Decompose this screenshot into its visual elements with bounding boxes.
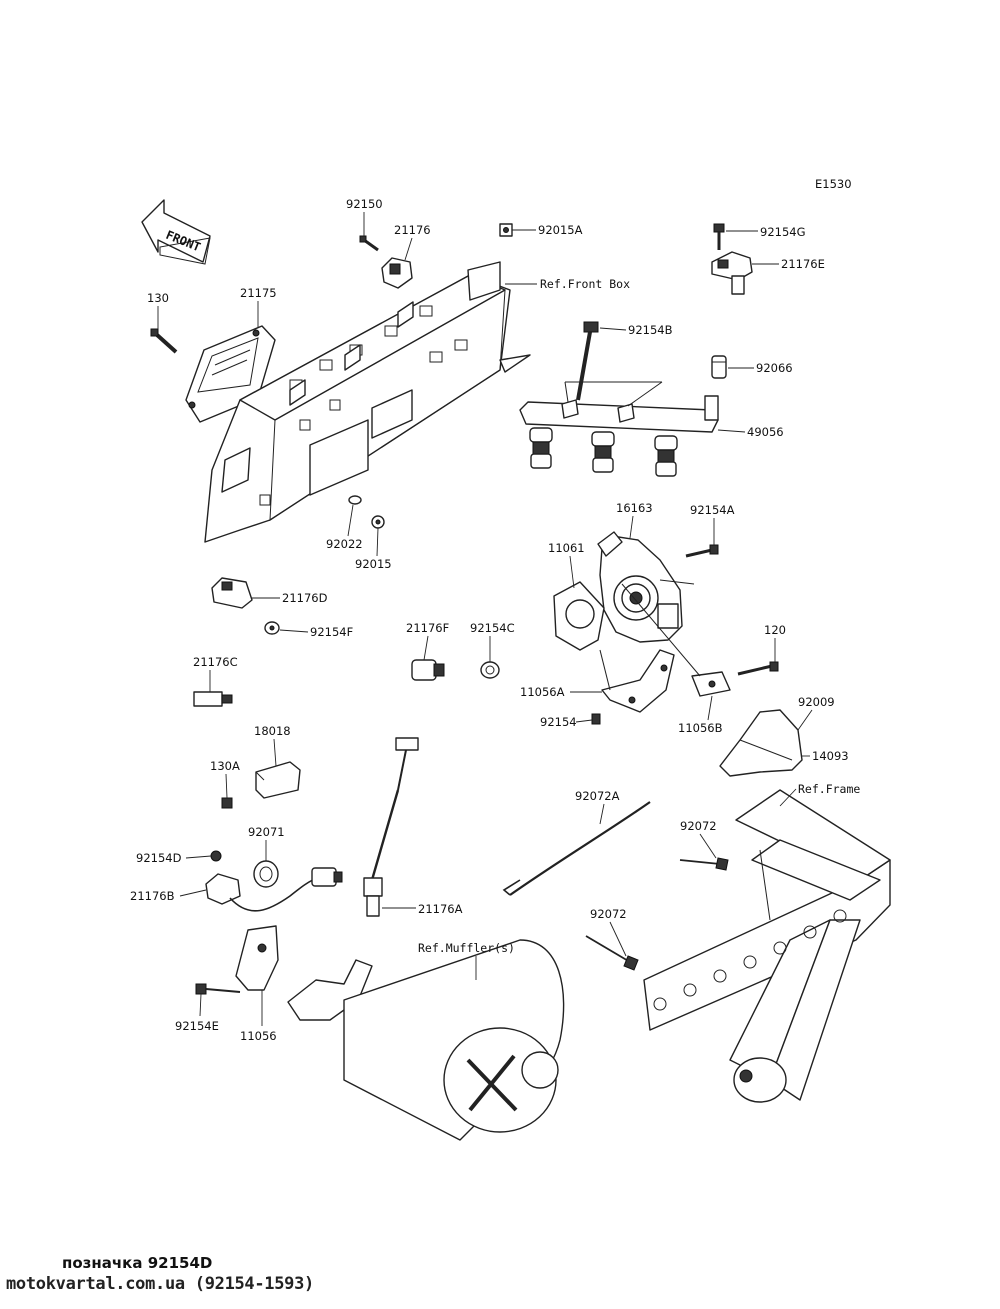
label-ref-frame: Ref.Frame xyxy=(798,782,860,796)
label-21175: 21175 xyxy=(240,286,277,300)
bolt-130[interactable] xyxy=(150,328,178,354)
label-92066: 92066 xyxy=(756,361,793,375)
cable-tie-92072-b[interactable] xyxy=(585,935,639,971)
front-arrow-icon: FRONT xyxy=(141,199,211,265)
label-92154E: 92154E xyxy=(175,1019,219,1033)
sensor-21176A[interactable] xyxy=(363,737,419,917)
label-130: 130 xyxy=(147,291,169,305)
cap-92066[interactable] xyxy=(711,355,727,379)
front-box-bracket xyxy=(204,261,531,543)
sensor-21176F[interactable] xyxy=(411,659,445,681)
label-92154B: 92154B xyxy=(628,323,673,337)
sensor-21176D[interactable] xyxy=(211,577,253,609)
bolt-130A[interactable] xyxy=(221,797,233,809)
label-130A: 130A xyxy=(210,759,240,773)
sensor-21176B[interactable] xyxy=(205,867,343,912)
label-49056: 49056 xyxy=(747,425,784,439)
muffler-ref xyxy=(287,939,565,1141)
injector-2[interactable] xyxy=(591,431,615,473)
cable-tie-92072-a[interactable] xyxy=(679,857,729,871)
gasket-11061[interactable] xyxy=(553,581,605,651)
label-16163: 16163 xyxy=(616,501,653,515)
footer-caption: позначка 92154D xyxy=(62,1254,213,1272)
label-21176: 21176 xyxy=(394,223,431,237)
label-92154: 92154 xyxy=(540,715,577,729)
label-92022: 92022 xyxy=(326,537,363,551)
label-11061: 11061 xyxy=(548,541,585,555)
bracket-18018[interactable] xyxy=(255,761,301,799)
sensor-21176E[interactable] xyxy=(711,251,753,295)
bolt-92154D[interactable] xyxy=(210,850,222,862)
label-120: 120 xyxy=(764,623,786,637)
label-21176C: 21176C xyxy=(193,655,238,669)
label-92015A: 92015A xyxy=(538,223,583,237)
label-21176F: 21176F xyxy=(406,621,449,635)
bracket-11056[interactable] xyxy=(235,925,279,991)
label-92071: 92071 xyxy=(248,825,285,839)
label-92150: 92150 xyxy=(346,197,383,211)
cable-tie-92072A[interactable] xyxy=(502,801,651,896)
bolt-92154E[interactable] xyxy=(195,983,241,995)
label-11056A: 11056A xyxy=(520,685,565,699)
washer-92154C[interactable] xyxy=(480,661,500,679)
label-92154F: 92154F xyxy=(310,625,353,639)
label-92072-a: 92072 xyxy=(680,819,717,833)
label-ref-muffler: Ref.Muffler(s) xyxy=(418,941,515,955)
bolt-92154F[interactable] xyxy=(264,621,280,635)
label-21176A: 21176A xyxy=(418,902,463,916)
label-92009: 92009 xyxy=(798,695,835,709)
nut-92015[interactable] xyxy=(371,515,385,529)
bolt-92154A[interactable] xyxy=(685,544,719,558)
bolt-92150[interactable] xyxy=(359,235,379,252)
footer-source: motokvartal.com.ua (92154-1593) xyxy=(6,1274,314,1294)
label-21176D: 21176D xyxy=(282,591,328,605)
label-92154A: 92154A xyxy=(690,503,735,517)
label-92015: 92015 xyxy=(355,557,392,571)
bolt-120[interactable] xyxy=(737,661,779,676)
nut-92015A[interactable] xyxy=(499,223,513,237)
label-92154C: 92154C xyxy=(470,621,515,635)
label-21176B: 21176B xyxy=(130,889,175,903)
label-ref-front-box: Ref.Front Box xyxy=(540,277,630,291)
sensor-21176C[interactable] xyxy=(193,691,233,707)
bolt-92154B[interactable] xyxy=(576,321,599,401)
label-14093: 14093 xyxy=(812,749,849,763)
injector-3[interactable] xyxy=(654,435,678,477)
label-92154D: 92154D xyxy=(136,851,182,865)
label-11056B: 11056B xyxy=(678,721,723,735)
bracket-11056B[interactable] xyxy=(691,671,731,697)
grommet-92071[interactable] xyxy=(253,860,279,888)
washer-92022[interactable] xyxy=(348,495,362,505)
bolt-92154[interactable] xyxy=(591,713,601,725)
bracket-11056A[interactable] xyxy=(601,649,675,713)
label-11056: 11056 xyxy=(240,1029,277,1043)
label-21176E: 21176E xyxy=(781,257,825,271)
label-92072A: 92072A xyxy=(575,789,620,803)
throttle-body-16163[interactable] xyxy=(597,531,695,643)
fuel-rail-49056[interactable] xyxy=(519,381,719,433)
sensor-21176[interactable] xyxy=(381,257,413,289)
diagram-code: E1530 xyxy=(815,177,852,191)
injector-1[interactable] xyxy=(529,427,553,469)
frame-ref xyxy=(643,789,891,1103)
label-92154G: 92154G xyxy=(760,225,806,239)
bolt-92154G[interactable] xyxy=(713,223,725,250)
label-18018: 18018 xyxy=(254,724,291,738)
label-92072-b: 92072 xyxy=(590,907,627,921)
cover-14093[interactable] xyxy=(719,709,803,777)
